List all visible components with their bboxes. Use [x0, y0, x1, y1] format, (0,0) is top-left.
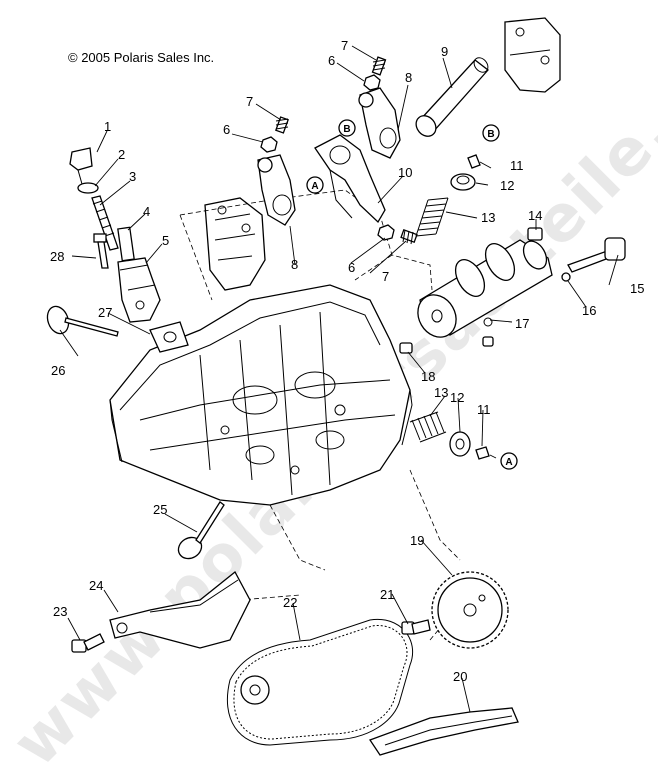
cam-drive-boundary	[269, 469, 461, 571]
ref-marker-b: B	[482, 124, 500, 142]
callout-19: 19	[410, 533, 424, 548]
exhaust-valve	[177, 501, 225, 560]
callout-18: 18	[421, 369, 435, 384]
plug	[399, 342, 413, 354]
callout-12: 12	[450, 390, 464, 405]
cylinder-head	[109, 284, 413, 506]
callout-13: 13	[481, 210, 495, 225]
tensioner-bolt	[93, 233, 109, 269]
callout-1: 1	[104, 119, 111, 134]
intake-valve	[46, 305, 119, 337]
leader-lines	[59, 45, 619, 713]
callout-2: 2	[118, 147, 125, 162]
valve-keeper-upper	[467, 154, 481, 169]
cam-sprocket	[431, 571, 509, 649]
rocker-arm-intake	[358, 87, 401, 159]
washer	[561, 272, 571, 282]
callout-11: 11	[510, 158, 524, 173]
callout-13: 13	[434, 385, 448, 400]
rocker-shaft	[415, 57, 489, 137]
svg-text:A: A	[505, 457, 512, 468]
ref-marker-a: A	[306, 176, 324, 194]
callout-6: 6	[223, 122, 230, 137]
callout-12: 12	[500, 178, 514, 193]
callout-6: 6	[328, 53, 335, 68]
sprocket-bolt	[401, 619, 431, 635]
callout-25: 25	[153, 502, 167, 517]
callout-7: 7	[382, 269, 389, 284]
callout-28: 28	[50, 249, 64, 264]
locknut-left	[260, 136, 278, 153]
cam-chain	[226, 618, 414, 746]
callout-27: 27	[98, 305, 112, 320]
callout-26: 26	[51, 363, 65, 378]
copyright-notice: © 2005 Polaris Sales Inc.	[68, 50, 215, 65]
svg-text:B: B	[343, 124, 350, 135]
bolt	[69, 147, 93, 185]
callout-6: 6	[348, 260, 355, 275]
callout-labels: 1 2 3 4 5 6 6 6 7 7 7 8 8 9 10 11 11 12 …	[50, 38, 644, 684]
callout-14: 14	[528, 208, 542, 223]
callout-11: 11	[477, 402, 491, 417]
callout-24: 24	[89, 578, 103, 593]
callout-8: 8	[291, 257, 298, 272]
rocker-support-block-right	[504, 17, 561, 93]
svg-text:A: A	[311, 181, 318, 192]
callout-7: 7	[341, 38, 348, 53]
adjuster-screw-center	[400, 229, 418, 245]
valve-spring-upper	[415, 197, 449, 237]
dowel-pin	[527, 227, 543, 241]
rocker-arm-exhaust	[257, 154, 296, 226]
spring-retainer-upper	[450, 173, 476, 191]
ref-marker-a: A	[500, 452, 518, 470]
rocker-support-block	[204, 197, 266, 291]
valve-spring-lower	[409, 411, 447, 443]
callout-22: 22	[283, 595, 297, 610]
locknut-top	[363, 74, 381, 91]
adjuster-screw-top	[371, 56, 387, 76]
callout-17: 17	[515, 316, 529, 331]
callout-3: 3	[129, 169, 136, 184]
callout-10: 10	[398, 165, 412, 180]
callout-8: 8	[405, 70, 412, 85]
chain-guide-fixed	[369, 707, 519, 756]
locknut-center	[377, 224, 395, 241]
tensioner-gasket	[149, 321, 189, 353]
callout-5: 5	[162, 233, 169, 248]
tensioner-spacer	[117, 226, 135, 262]
callout-23: 23	[53, 604, 67, 619]
cam-bearing-small	[482, 336, 494, 347]
valve-keeper-lower	[475, 446, 490, 460]
svg-text:B: B	[487, 129, 494, 140]
rocker-arm-pair	[314, 134, 386, 224]
guide-bolt	[71, 633, 105, 653]
callout-20: 20	[453, 669, 467, 684]
callout-7: 7	[246, 94, 253, 109]
decompression-shaft	[567, 237, 626, 273]
spring-retainer-lower	[449, 431, 471, 457]
ref-marker-b: B	[338, 119, 356, 137]
threaded-stud	[91, 195, 119, 251]
bolt-washer	[77, 182, 99, 194]
callout-4: 4	[143, 204, 150, 219]
callout-15: 15	[630, 281, 644, 296]
callout-21: 21	[380, 587, 394, 602]
camshaft	[417, 239, 553, 338]
chain-guide	[109, 571, 251, 649]
chain-tensioner	[117, 257, 161, 323]
callout-9: 9	[441, 44, 448, 59]
adjuster-screw-left	[275, 116, 289, 134]
callout-16: 16	[582, 303, 596, 318]
